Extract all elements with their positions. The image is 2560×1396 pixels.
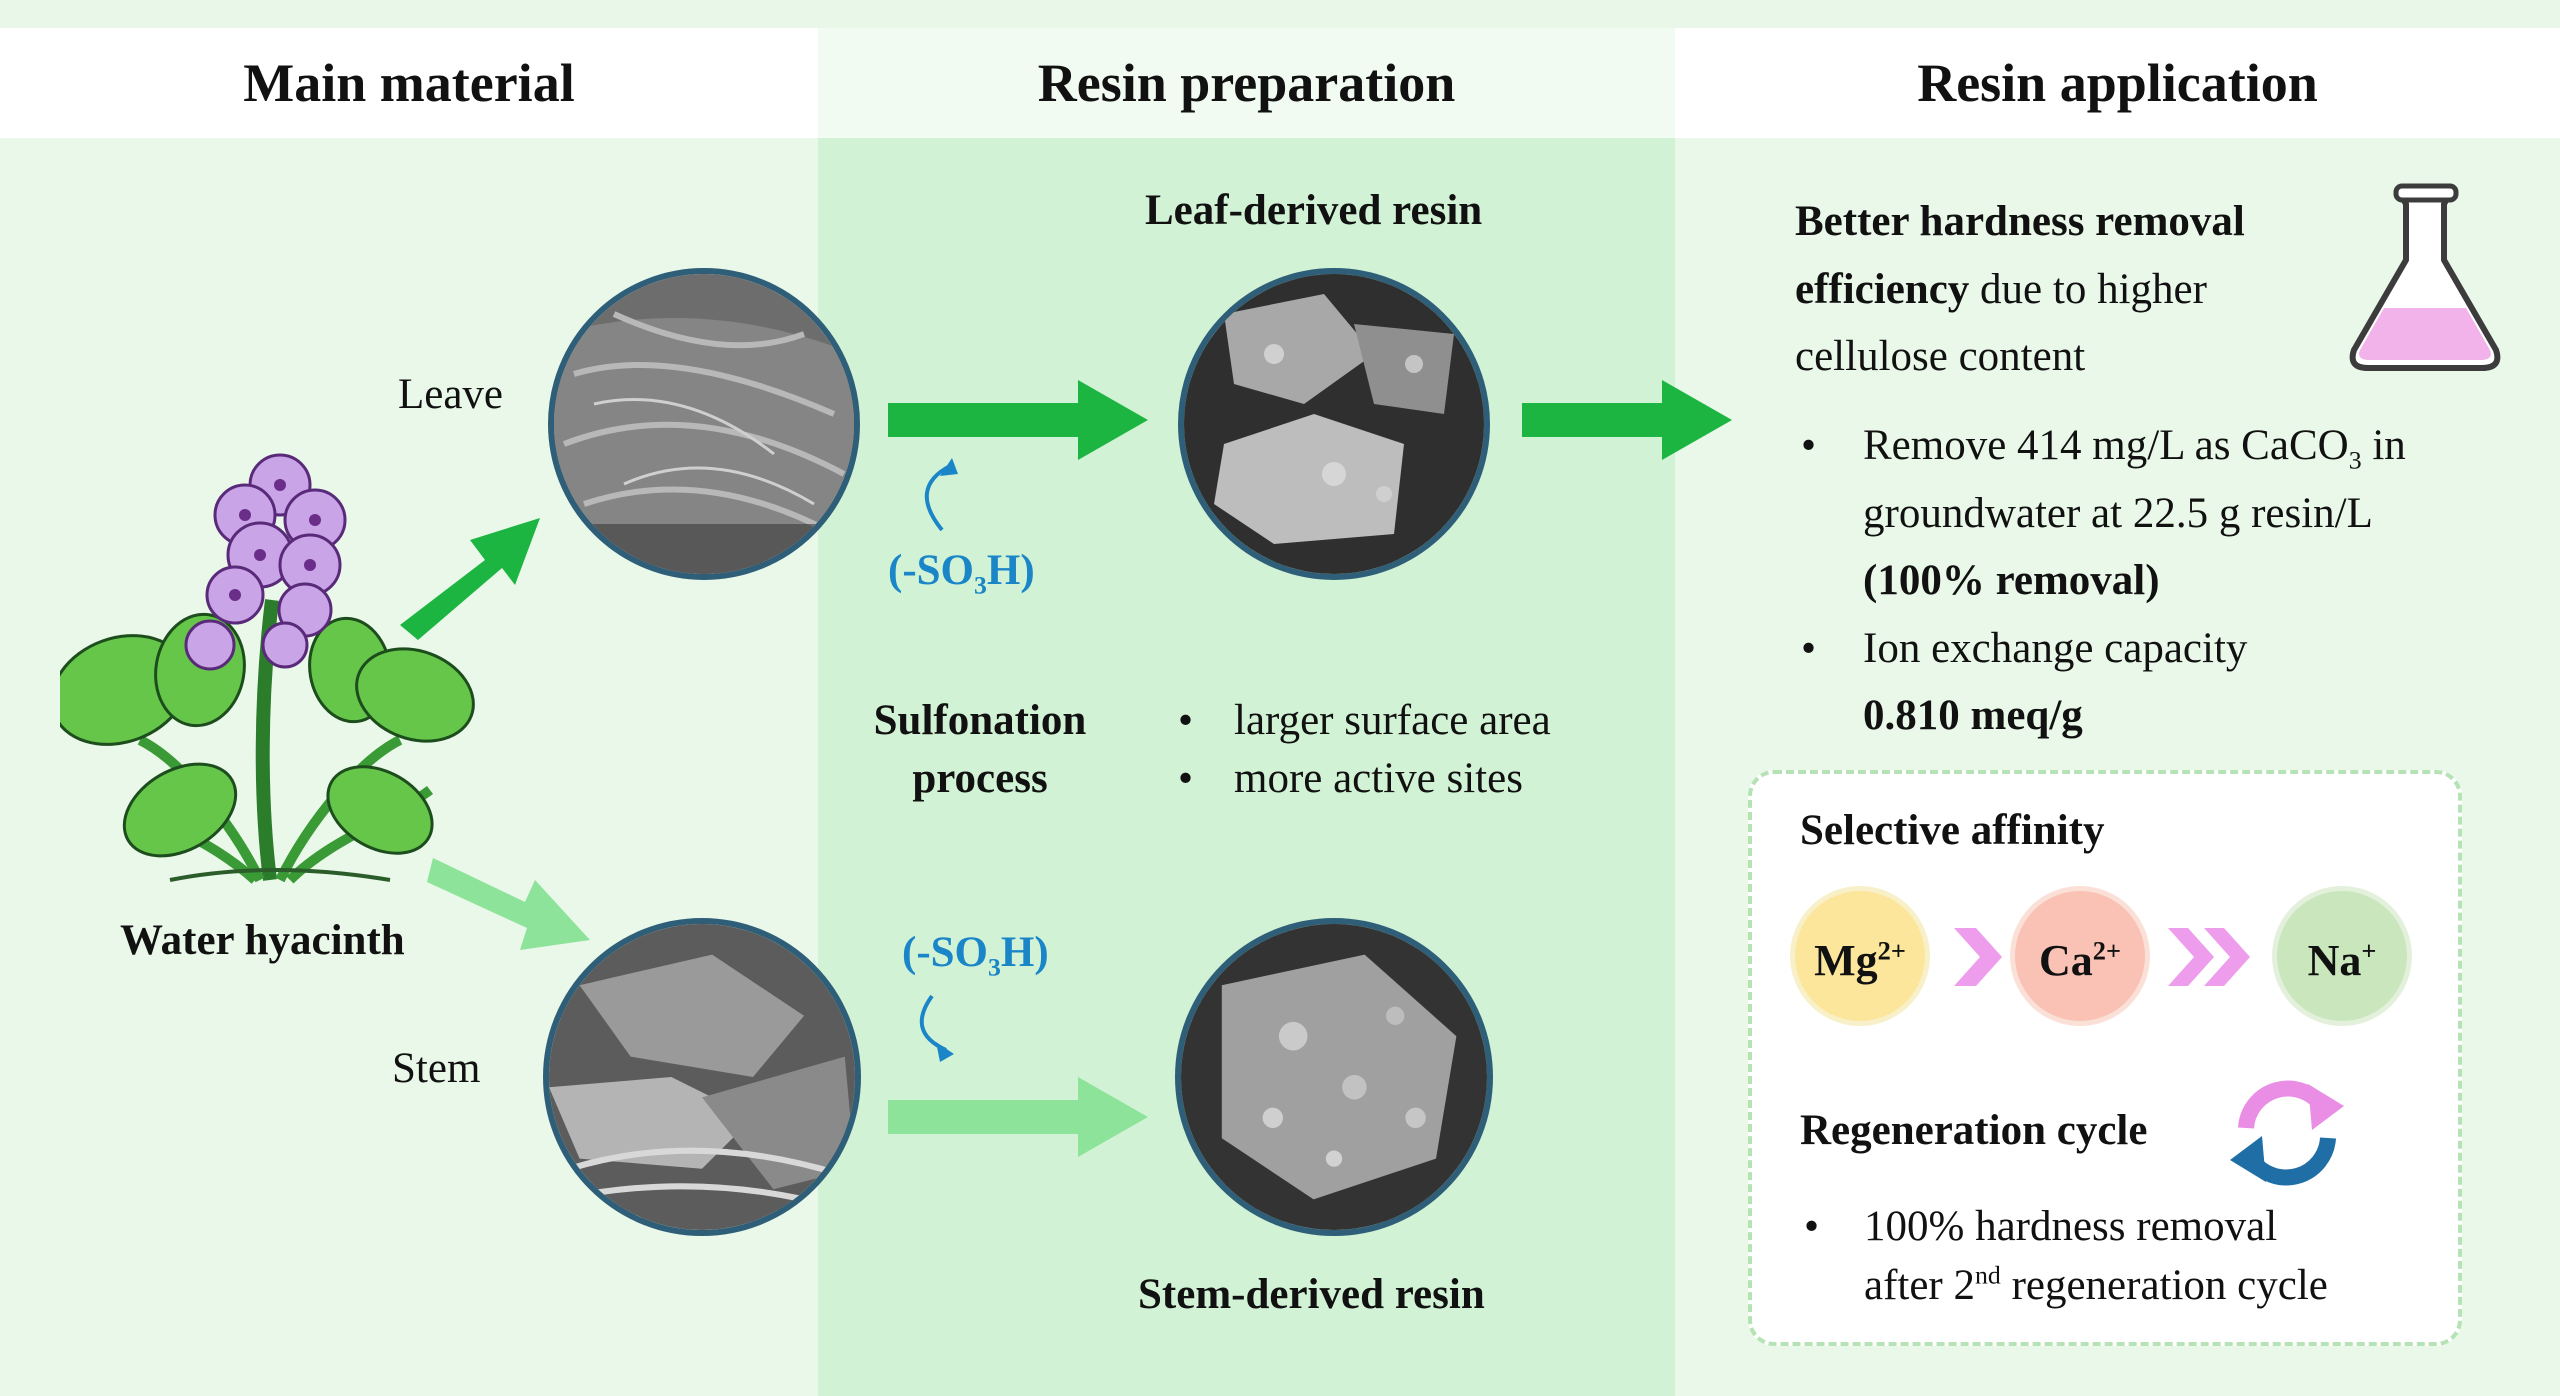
resin-preparation-header: Resin preparation [818, 28, 1675, 138]
stem-sulfonation-arrow [888, 1077, 1148, 1157]
leave-label: Leave [398, 371, 504, 418]
arrow-to-stem [427, 858, 590, 950]
main-material-header: Main material [0, 28, 818, 138]
leaf-to-application-arrow [1522, 380, 1732, 460]
affinity-regeneration-box: Selective affinity Mg2+ Ca2+ Na+ Regener… [1748, 770, 2462, 1346]
effect-item: larger surface area [1170, 692, 1551, 750]
process-label: Sulfonation process [873, 697, 1087, 803]
affinity-title: Selective affinity [1800, 807, 2105, 854]
chevron-single-icon [1954, 928, 2002, 986]
stem-label: Stem [392, 1045, 481, 1092]
regeneration-cycle-icon [2230, 1080, 2344, 1186]
leaf-resin-label: Leaf-derived resin [1145, 187, 1483, 234]
ion-ca: Ca2+ [2010, 886, 2150, 1026]
leaf-resin-micrograph [1178, 268, 1490, 580]
removal-result: • Remove 414 mg/L as CaCO3 in groundwate… [1801, 422, 2406, 604]
process-effects-list: larger surface area more active sites [1170, 692, 1551, 808]
arrow-to-leave [400, 518, 540, 640]
regeneration-result: • 100% hardness removal after 2nd regene… [1804, 1203, 2328, 1309]
stem-raw-micrograph [543, 918, 861, 1236]
plant-label: Water hyacinth [120, 917, 405, 964]
application-results: • Remove 414 mg/L as CaCO3 in groundwate… [1795, 412, 2515, 750]
flask-icon [2349, 183, 2501, 371]
chevron-double-icon [2168, 928, 2250, 986]
ion-mg: Mg2+ [1790, 886, 1930, 1026]
ion-na: Na+ [2272, 886, 2412, 1026]
reagent-curl-icon-top [924, 458, 958, 532]
regeneration-title: Regeneration cycle [1800, 1107, 2148, 1154]
resin-application-header: Resin application [1675, 28, 2560, 138]
stem-resin-micrograph [1175, 918, 1493, 1236]
leaf-raw-micrograph [548, 268, 860, 580]
leaf-sulfonation-arrow [888, 380, 1148, 460]
reagent-label-bottom: (-SO3H) [902, 929, 1049, 982]
effect-item: more active sites [1170, 750, 1551, 808]
stem-resin-label: Stem-derived resin [1138, 1271, 1485, 1318]
water-hyacinth-icon [60, 453, 475, 884]
reagent-label-top: (-SO3H) [888, 547, 1035, 600]
capacity-result: • Ion exchange capacity 0.810 meq/g [1801, 624, 2248, 740]
reagent-curl-icon-bottom [919, 994, 954, 1062]
application-summary: Better hardness removal efficiency due t… [1795, 198, 2245, 380]
